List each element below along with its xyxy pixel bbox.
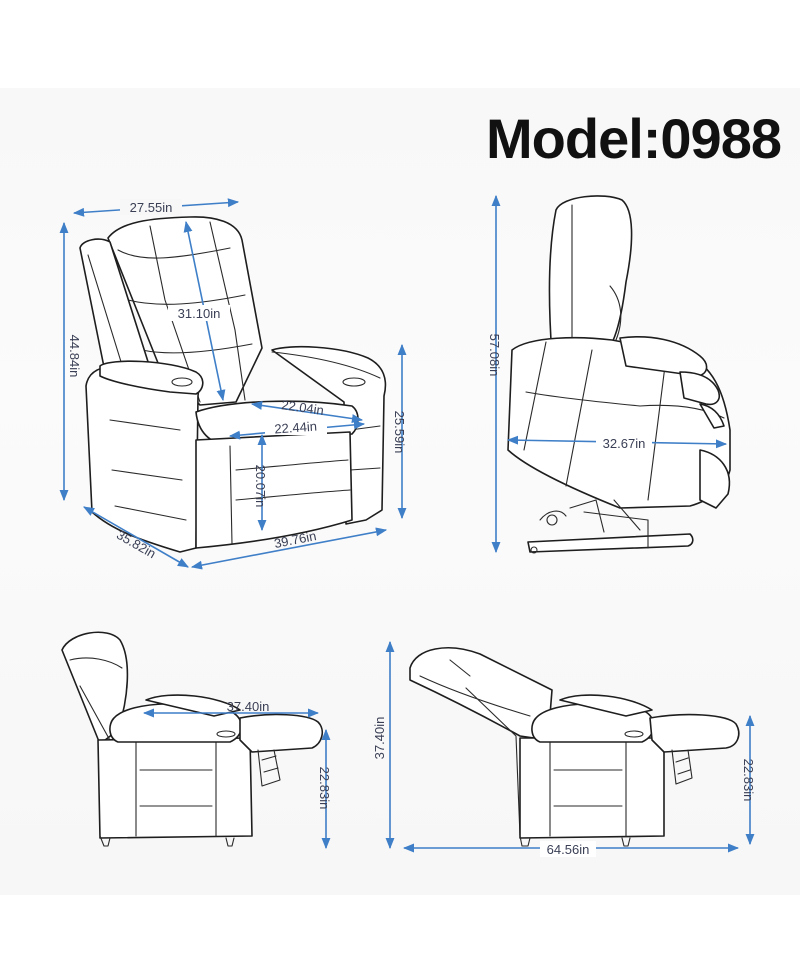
label-recline-full-length: 64.56in — [547, 842, 590, 857]
footrest-view-chair — [61, 631, 324, 847]
footrest-view-dimensions — [142, 708, 331, 850]
bottom-margin — [0, 895, 800, 977]
label-footrest-seat-height: 22.83in — [317, 767, 332, 810]
label-front-seat-depth: 20.07in — [253, 465, 268, 508]
label-recline-height: 37.40in — [372, 717, 387, 760]
recline-view-chair — [409, 647, 740, 847]
label-front-seat-width-top: 22.04in — [280, 397, 324, 418]
label-front-width: 27.55in — [130, 200, 173, 215]
label-front-overall-height: 44.84in — [67, 335, 82, 378]
label-lift-depth: 32.67in — [603, 436, 646, 451]
top-margin — [0, 0, 800, 88]
label-front-seat-height: 25.59in — [392, 411, 407, 454]
label-front-back-height: 31.10in — [178, 306, 221, 321]
label-front-seat-width: 22.44in — [274, 419, 318, 437]
lift-view-chair — [507, 195, 731, 554]
label-footrest-length: 37.40in — [227, 699, 270, 714]
label-lift-height: 57.08in — [487, 334, 502, 377]
model-title: Model:0988 — [486, 107, 782, 170]
label-recline-seat-height: 22.83in — [741, 759, 756, 802]
front-view-chair — [79, 216, 387, 553]
